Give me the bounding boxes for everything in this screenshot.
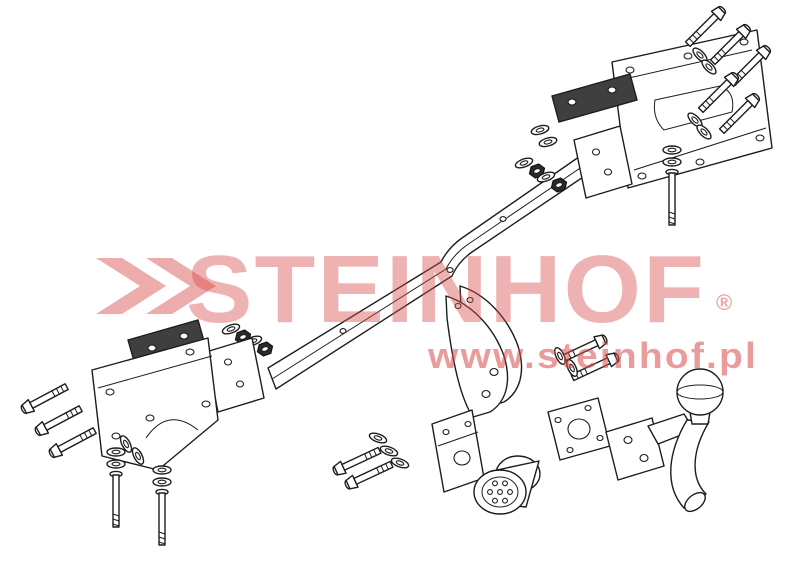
washer <box>367 430 389 446</box>
washer <box>662 145 682 155</box>
washer <box>529 123 551 137</box>
washer <box>378 443 400 459</box>
right-reinforcement-plate <box>551 73 638 123</box>
socket-mounting-bracket <box>431 409 485 493</box>
hex-bolt <box>18 380 71 417</box>
crossbar-beam <box>267 151 599 390</box>
hex-bolt <box>46 424 99 461</box>
hex-bolt <box>32 402 85 439</box>
ball-support-plate <box>445 285 523 418</box>
washer <box>152 477 172 487</box>
threaded-stud <box>109 470 123 528</box>
threaded-stud <box>155 488 169 546</box>
washer <box>537 135 559 149</box>
end-plate-right <box>573 125 633 199</box>
threaded-stud <box>665 168 679 226</box>
registered-trademark-icon: ® <box>716 290 734 315</box>
washer <box>662 157 682 167</box>
watermark-brand-text: STEINHOF <box>186 236 706 343</box>
washer <box>106 447 126 457</box>
washer <box>106 459 126 469</box>
socket-holder-bracket <box>547 397 611 461</box>
electrical-socket-plug <box>473 455 541 515</box>
washer <box>563 357 581 379</box>
swan-neck-tow-ball <box>605 368 724 513</box>
steinhof-logo-icon <box>96 258 216 314</box>
washer <box>152 465 172 475</box>
right-mount-bracket <box>611 29 773 189</box>
ball-foot-plate <box>605 417 665 481</box>
